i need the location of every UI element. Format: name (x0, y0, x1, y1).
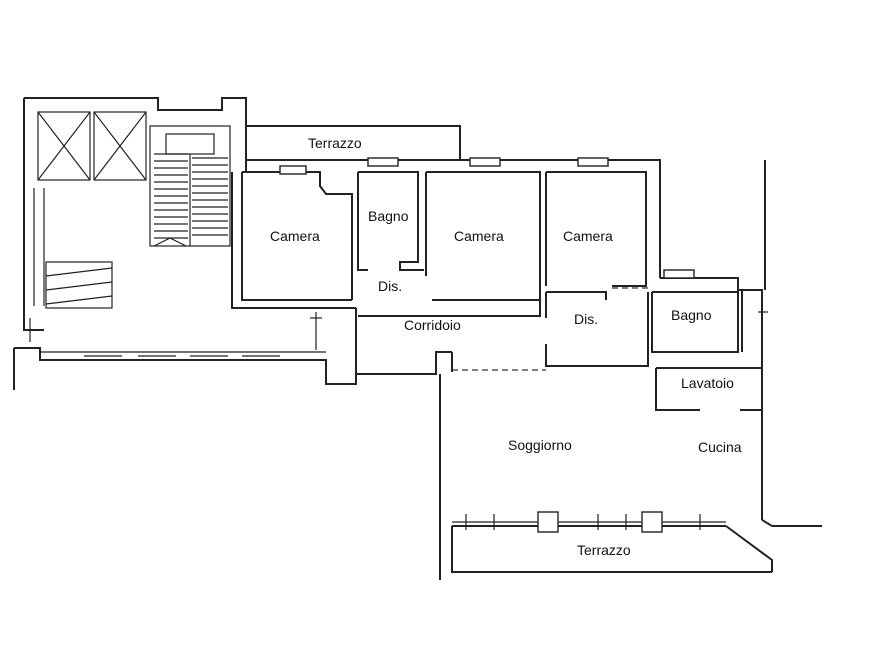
soggiorno-windows (452, 511, 726, 533)
outer-walls (13, 97, 822, 580)
stair-tread (169, 237, 187, 247)
room-labels: Terrazzo Camera Bagno Camera Camera Dis.… (270, 135, 742, 558)
label-camera-2: Camera (454, 228, 504, 244)
label-dis-1: Dis. (378, 278, 402, 294)
label-terrazzo-top: Terrazzo (308, 135, 362, 151)
label-lavatoio: Lavatoio (681, 375, 734, 391)
label-dis-2: Dis. (574, 311, 598, 327)
stair-tread (153, 237, 171, 247)
interior-walls (241, 171, 763, 411)
label-cucina: Cucina (698, 439, 742, 455)
window-markers (24, 157, 768, 350)
label-camera-1: Camera (270, 228, 320, 244)
label-corridoio: Corridoio (404, 317, 461, 333)
staircase (149, 125, 231, 247)
label-camera-3: Camera (563, 228, 613, 244)
label-terrazzo-bottom: Terrazzo (577, 542, 631, 558)
elevator-shafts (37, 111, 147, 181)
corridor-windows (40, 351, 326, 357)
label-soggiorno: Soggiorno (508, 437, 572, 453)
label-bagno-1: Bagno (368, 208, 409, 224)
storage-units (33, 188, 113, 309)
label-bagno-2: Bagno (671, 307, 712, 323)
